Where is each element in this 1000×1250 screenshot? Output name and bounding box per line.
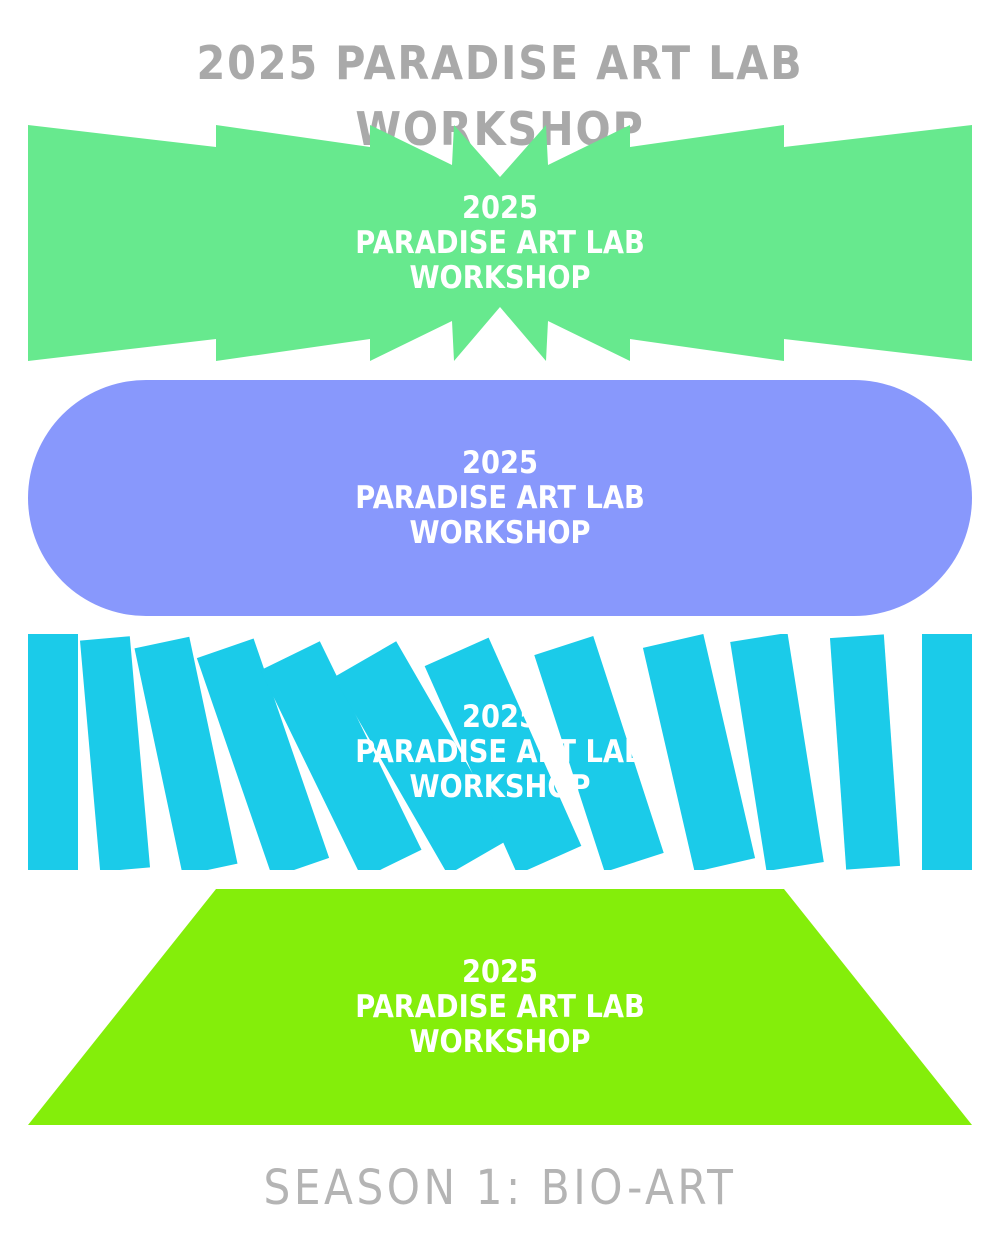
strip — [534, 636, 664, 870]
strip — [829, 634, 901, 870]
poster-title: 2025 PARADISE ART LAB WORKSHOP — [196, 36, 804, 156]
band-2-name: PARADISE ART LAB — [355, 479, 645, 516]
strip — [424, 637, 582, 870]
band-tilted-strips: 2025 PARADISE ART LAB WORKSHOP — [28, 634, 972, 870]
strip — [79, 636, 151, 870]
strip — [196, 638, 330, 870]
strip — [730, 634, 824, 870]
strip — [134, 636, 238, 870]
band-2-text: 2025 PARADISE ART LAB WORKSHOP — [85, 380, 916, 616]
strip — [922, 634, 972, 870]
band-1-text: 2025 PARADISE ART LAB WORKSHOP — [85, 125, 916, 361]
strip — [260, 641, 422, 870]
strip — [333, 641, 511, 870]
band-1-name: PARADISE ART LAB — [355, 224, 645, 261]
band-3-text: 2025 PARADISE ART LAB WORKSHOP — [85, 634, 916, 870]
trapezoid-fill — [28, 889, 972, 1125]
band-bowtie: 2025 PARADISE ART LAB WORKSHOP — [28, 125, 972, 361]
strips-group — [28, 634, 972, 870]
band-3-event: WORKSHOP — [409, 768, 591, 805]
bowtie-burst-fill — [28, 125, 972, 361]
bowtie-burst-shape — [28, 125, 972, 361]
strip — [28, 634, 78, 870]
band-2-year: 2025 — [462, 444, 538, 481]
band-3-year: 2025 — [462, 698, 538, 735]
strip — [642, 634, 756, 870]
tilted-strips-shape — [28, 634, 972, 870]
band-2-event: WORKSHOP — [409, 514, 591, 551]
pill-shape — [28, 380, 972, 616]
trapezoid-shape — [28, 889, 972, 1125]
band-4-name: PARADISE ART LAB — [355, 988, 645, 1025]
band-1-year: 2025 — [462, 189, 538, 226]
band-3-name: PARADISE ART LAB — [355, 733, 645, 770]
band-4-event: WORKSHOP — [409, 1023, 591, 1060]
band-1-event: WORKSHOP — [409, 259, 591, 296]
band-4-text: 2025 PARADISE ART LAB WORKSHOP — [85, 889, 916, 1125]
band-trapezoid: 2025 PARADISE ART LAB WORKSHOP — [28, 889, 972, 1125]
pill-fill — [28, 380, 972, 616]
season-subtitle: SEASON 1: BIO-ART — [263, 1160, 737, 1216]
band-pill: 2025 PARADISE ART LAB WORKSHOP — [28, 380, 972, 616]
band-4-year: 2025 — [462, 953, 538, 990]
